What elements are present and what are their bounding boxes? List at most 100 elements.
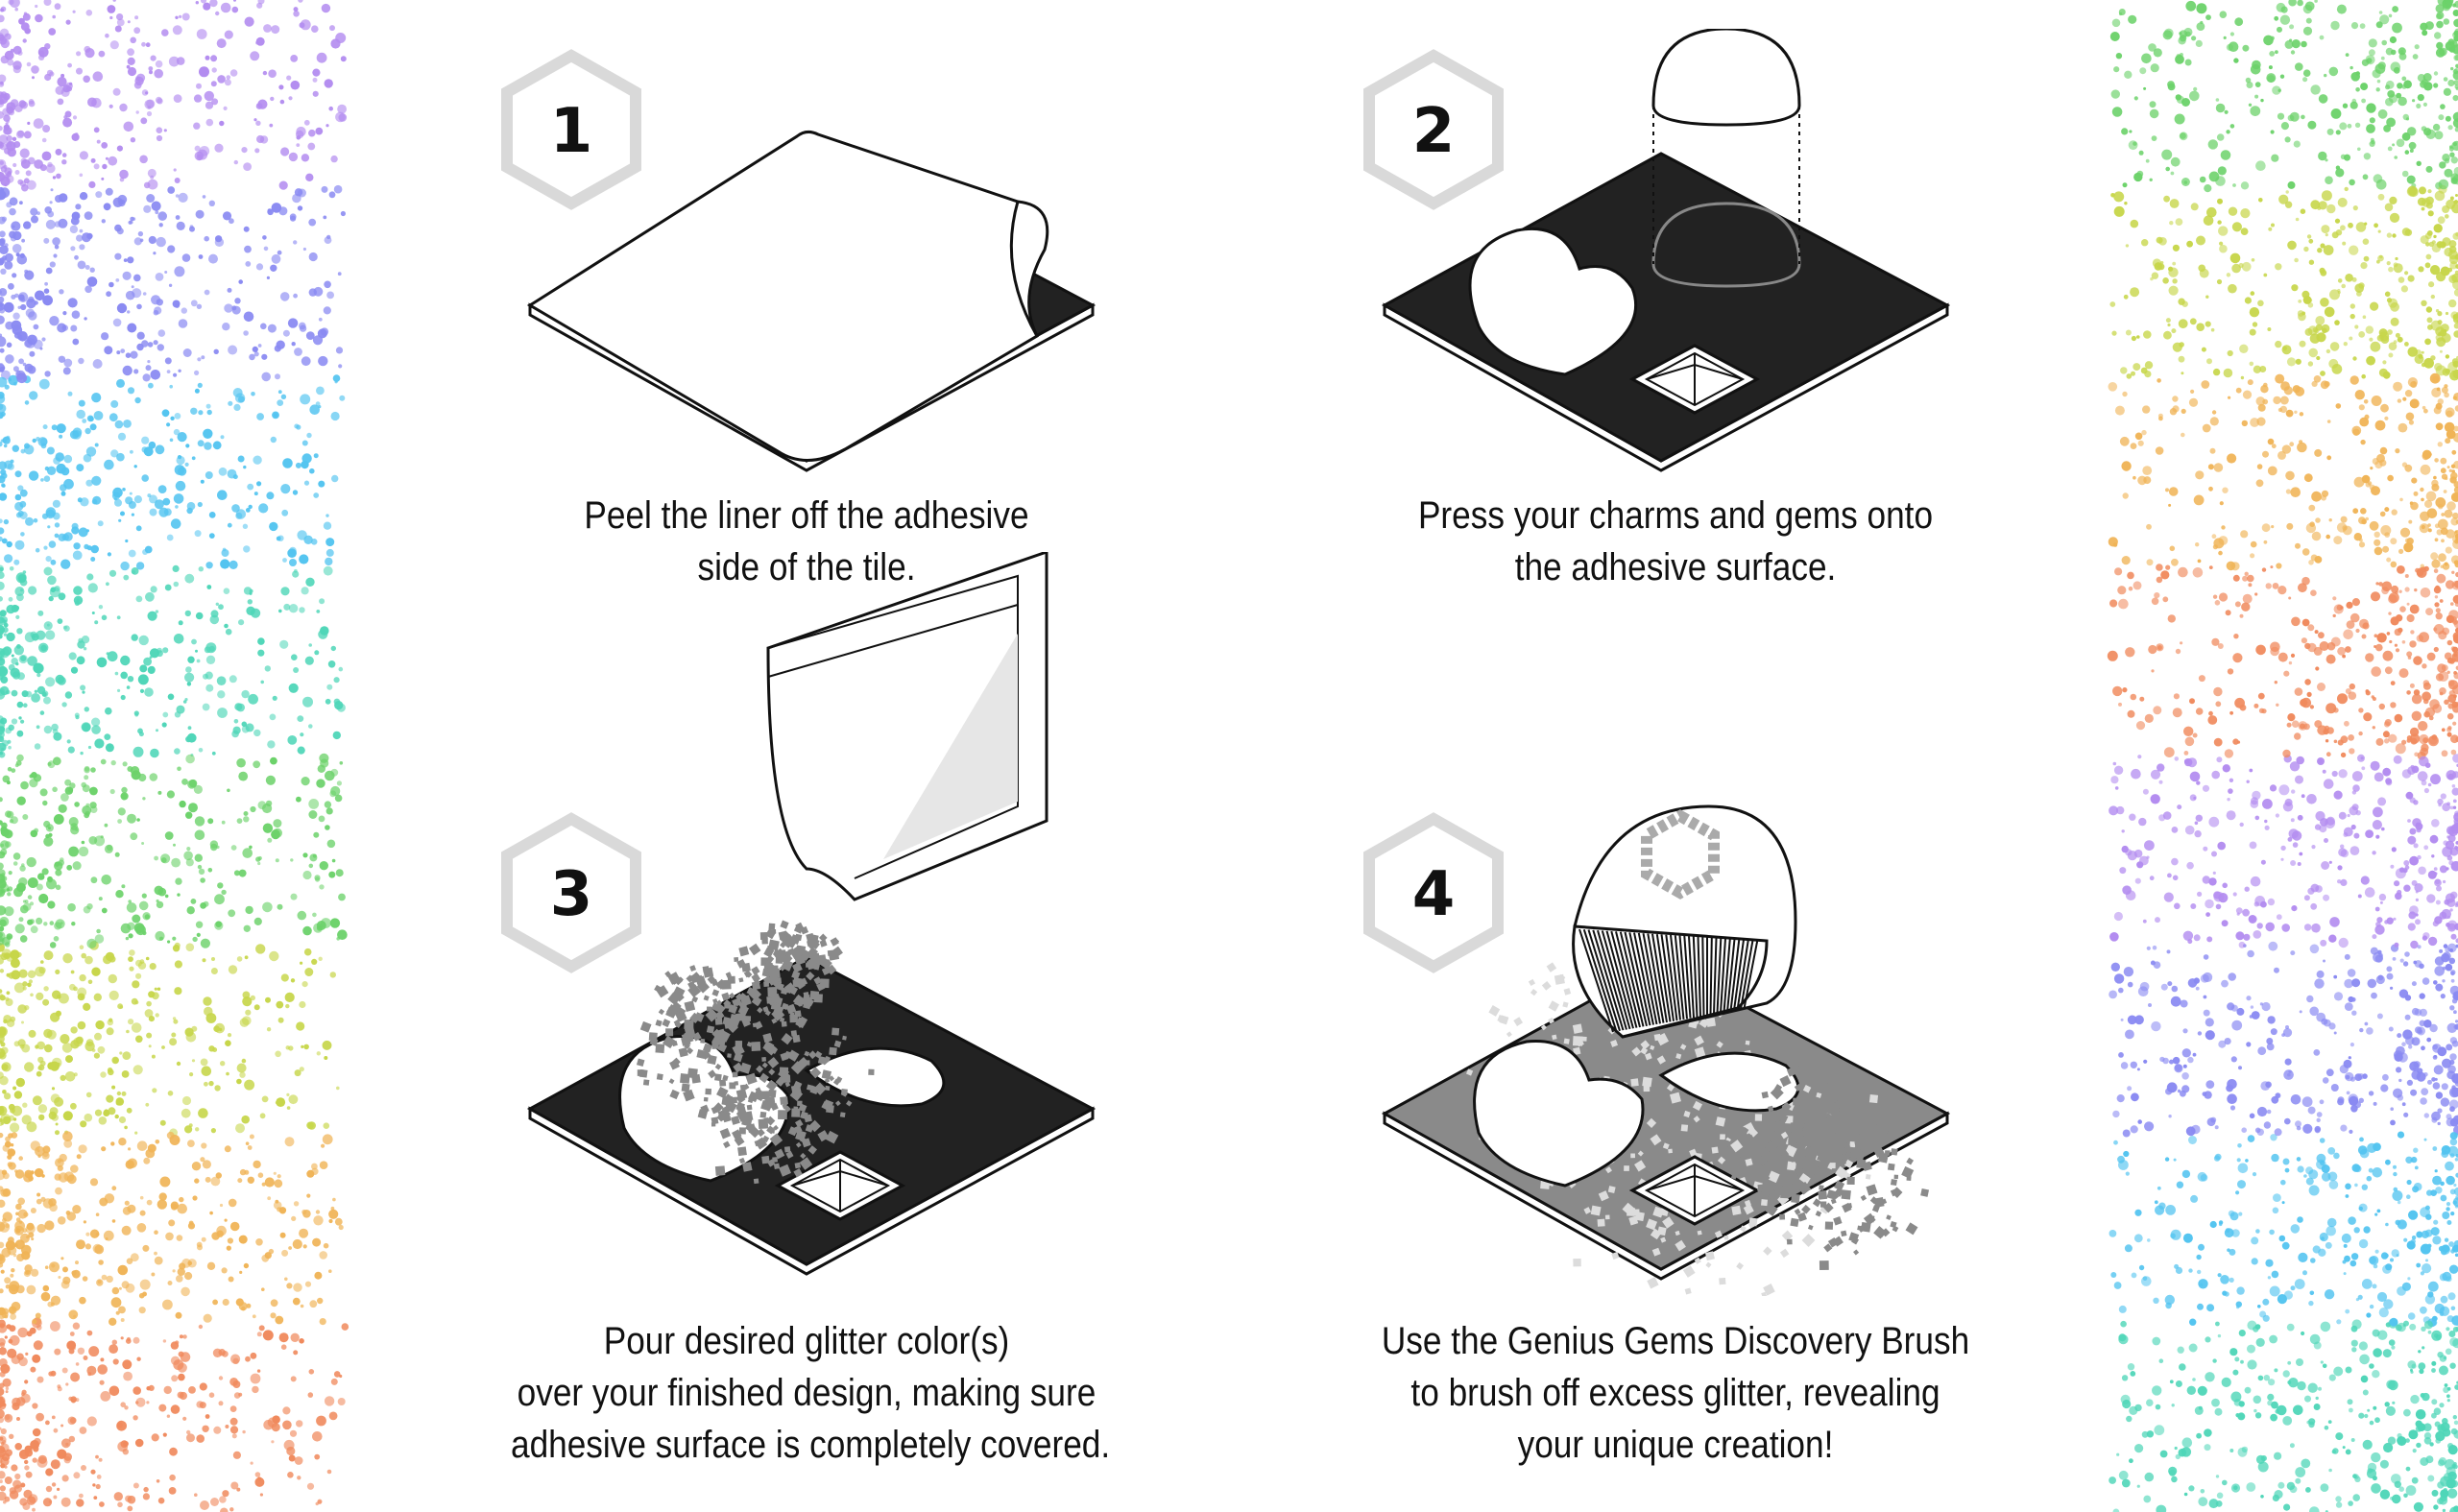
glitter-dot — [0, 315, 5, 324]
glitter-dot — [12, 852, 21, 860]
glitter-dot — [2138, 817, 2147, 827]
glitter-dot — [143, 1157, 151, 1164]
glitter-dot — [2253, 930, 2262, 939]
glitter-dot — [2416, 1442, 2422, 1449]
glitter-dot — [2338, 937, 2349, 948]
glitter-dot — [2419, 1008, 2427, 1017]
glitter-dot — [2110, 1272, 2117, 1278]
glitter-dot — [326, 291, 334, 300]
glitter-dot — [2222, 1290, 2228, 1296]
glitter-dot — [2316, 1112, 2323, 1117]
glitter-dot — [30, 1268, 39, 1277]
glitter-dot — [88, 836, 98, 845]
glitter-dot — [2175, 218, 2183, 227]
glitter-dot — [173, 581, 180, 588]
glitter-dot — [200, 1058, 208, 1067]
glitter-dot — [2310, 589, 2317, 596]
glitter-dot — [293, 7, 299, 12]
glitter-dot — [106, 291, 111, 298]
glitter-dot — [2421, 350, 2424, 354]
glitter-dot — [2267, 898, 2276, 906]
glitter-dot — [2431, 559, 2441, 568]
glitter-dot — [165, 1232, 174, 1241]
glitter-dot — [2440, 104, 2446, 109]
glitter-dot — [156, 236, 166, 248]
glitter-dot — [2181, 1447, 2192, 1457]
glitter-dot — [2270, 1028, 2277, 1036]
glitter-dot — [2202, 784, 2210, 792]
glitter-dot — [198, 1324, 204, 1330]
glitter-dot — [206, 1261, 216, 1271]
glitter-dot — [2455, 665, 2458, 671]
glitter-dot — [10, 1143, 14, 1147]
glitter-dot — [2390, 1119, 2396, 1126]
glitter-dot — [188, 779, 198, 788]
glitter-dot — [312, 90, 319, 97]
glitter-dot — [2277, 88, 2281, 92]
glitter-dot — [2238, 941, 2246, 948]
glitter-dot — [146, 1199, 153, 1206]
glitter-dot — [55, 452, 64, 462]
glitter-dot — [2344, 1002, 2353, 1011]
glitter-dot — [137, 728, 143, 734]
glitter-dot — [0, 348, 5, 353]
glitter-dot — [2455, 627, 2458, 634]
glitter-dot — [6, 632, 15, 642]
glitter-dot — [9, 207, 16, 216]
glitter-dot — [2418, 1350, 2422, 1354]
glitter-dot — [133, 369, 139, 374]
glitter-dot — [2157, 1186, 2161, 1190]
glitter-dot — [305, 577, 315, 587]
glitter-dot — [60, 793, 69, 802]
glitter-dot — [2450, 1428, 2458, 1435]
glitter-dot — [196, 83, 202, 89]
glitter-dot — [287, 735, 298, 745]
glitter-dot — [259, 1113, 266, 1119]
glitter-dot — [133, 465, 137, 468]
glitter-dot — [2410, 940, 2419, 949]
glitter-dot — [91, 393, 102, 403]
glitter-dot — [263, 24, 272, 33]
glitter-dot — [5, 354, 14, 364]
glitter-dot — [0, 1042, 6, 1047]
glitter-dot — [12, 1402, 20, 1411]
glitter-dot — [2422, 698, 2429, 705]
glitter-dot — [0, 518, 3, 524]
glitter-dot — [262, 901, 273, 913]
glitter-dot — [2343, 1059, 2352, 1068]
glitter-dot — [57, 618, 63, 624]
glitter-dot — [2232, 183, 2236, 187]
glitter-dot — [2404, 390, 2413, 397]
glitter-dot — [2122, 1129, 2131, 1138]
glitter-dot — [2440, 1194, 2447, 1202]
glitter-dot — [2228, 1210, 2235, 1217]
glitter-dot — [2448, 1331, 2456, 1337]
glitter-dot — [45, 677, 56, 687]
glitter-dot — [2328, 934, 2337, 943]
glitter-dot — [217, 490, 228, 500]
glitter-dot — [2206, 206, 2217, 218]
glitter-dot — [201, 355, 205, 360]
glitter-dot — [58, 804, 67, 813]
glitter-dot — [298, 0, 303, 3]
glitter-dot — [2372, 1284, 2377, 1289]
glitter-dot — [2133, 1234, 2143, 1243]
glitter-dot — [303, 1044, 309, 1050]
glitter-dot — [2427, 936, 2438, 947]
glitter-dot — [2407, 1360, 2417, 1369]
glitter-dot — [2426, 894, 2436, 903]
glitter-dot — [2233, 1399, 2242, 1406]
glitter-dot — [2178, 566, 2188, 578]
glitter-dot — [225, 1040, 231, 1046]
glitter-dot — [2403, 1237, 2408, 1242]
glitter-dot — [2227, 798, 2230, 802]
glitter-dot — [2345, 1366, 2352, 1374]
glitter-dot — [50, 587, 57, 593]
glitter-dot — [101, 1274, 108, 1281]
glitter-dot — [2127, 981, 2133, 988]
glitter-dot — [2242, 390, 2253, 399]
glitter-dot — [2437, 398, 2444, 405]
glitter-dot — [97, 1045, 106, 1054]
glitter-dot — [2376, 1013, 2383, 1020]
glitter-dot — [2128, 586, 2133, 591]
